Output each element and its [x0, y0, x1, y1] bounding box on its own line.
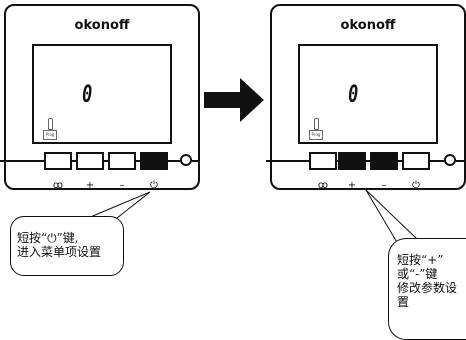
- minus-icon: –: [119, 180, 125, 191]
- lcd-screen: 0 Prog: [32, 44, 172, 144]
- right-thermostat: okonoff 0 Prog: [270, 4, 466, 190]
- left-callout-line2: 进入菜单项设置: [17, 245, 102, 259]
- plus-button[interactable]: [338, 152, 366, 170]
- status-led: [444, 154, 456, 166]
- power-icon: ⏻: [150, 180, 158, 191]
- power-button[interactable]: [402, 152, 430, 170]
- right-baseline: [266, 160, 466, 162]
- left-callout-line1: 短按“⏻”键,: [17, 231, 79, 245]
- fan-button[interactable]: [309, 152, 337, 170]
- brand-logo: okonoff: [340, 18, 396, 33]
- display-value: 0: [82, 80, 93, 108]
- plus-icon: +: [347, 180, 357, 191]
- power-button[interactable]: [140, 152, 168, 170]
- fan-icon: ꝏ: [317, 180, 329, 191]
- minus-button[interactable]: [370, 152, 398, 170]
- display-value: 0: [348, 80, 359, 108]
- fan-icon: ꝏ: [52, 180, 64, 191]
- right-callout-line4: 置: [397, 295, 410, 309]
- right-callout-line2: 或“-”键: [397, 267, 438, 281]
- thermometer-icon: [314, 118, 319, 130]
- minus-icon: –: [381, 180, 387, 191]
- status-led: [180, 154, 192, 166]
- plus-button[interactable]: [76, 152, 104, 170]
- minus-button[interactable]: [108, 152, 136, 170]
- plus-icon: +: [85, 180, 95, 191]
- right-callout-line3: 修改参数设: [397, 281, 458, 295]
- right-callout-tail: [365, 189, 419, 245]
- brand-logo: okonoff: [74, 18, 130, 33]
- arrow-right-icon: [204, 78, 264, 122]
- right-callout-line1: 短按“+”: [397, 253, 444, 267]
- fan-button[interactable]: [44, 152, 72, 170]
- lcd-screen: 0 Prog: [298, 44, 438, 144]
- power-icon: ⏻: [412, 180, 420, 191]
- left-callout: 短按“⏻”键, 进入菜单项设置: [10, 216, 124, 276]
- prog-tag: Prog: [43, 130, 57, 140]
- right-callout: 短按“+” 或“-”键 修改参数设 置: [388, 238, 466, 340]
- left-callout-tail: [87, 191, 151, 223]
- prog-tag: Prog: [309, 130, 323, 140]
- thermometer-icon: [48, 118, 53, 130]
